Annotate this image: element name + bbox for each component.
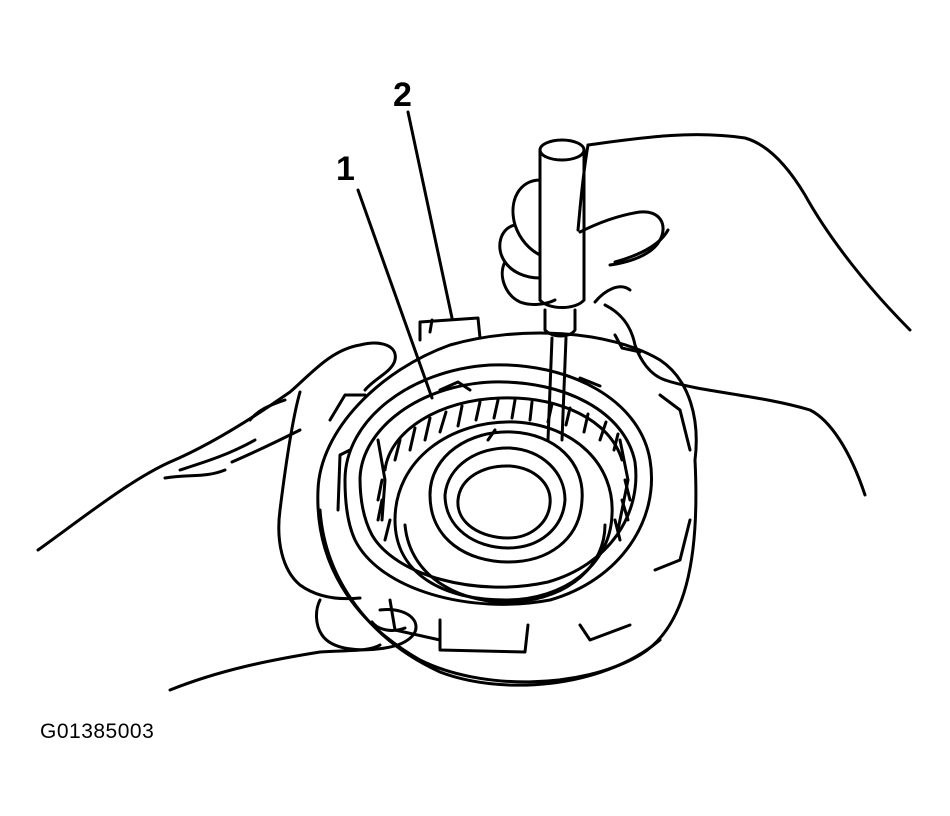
spring-ring (376, 396, 632, 542)
right-hand (498, 133, 912, 497)
clutch-housing (316, 316, 698, 687)
inner-ring (343, 363, 653, 606)
left-hand (36, 341, 418, 692)
leader-line-2 (406, 110, 454, 320)
figure-id: G01385003 (40, 720, 155, 743)
pick-tool (538, 138, 586, 442)
leader-lines (356, 110, 454, 400)
callout-label-2: 2 (393, 76, 412, 114)
leader-line-1 (356, 188, 434, 400)
callout-label-1: 1 (336, 150, 355, 188)
piston-hub (393, 420, 614, 604)
